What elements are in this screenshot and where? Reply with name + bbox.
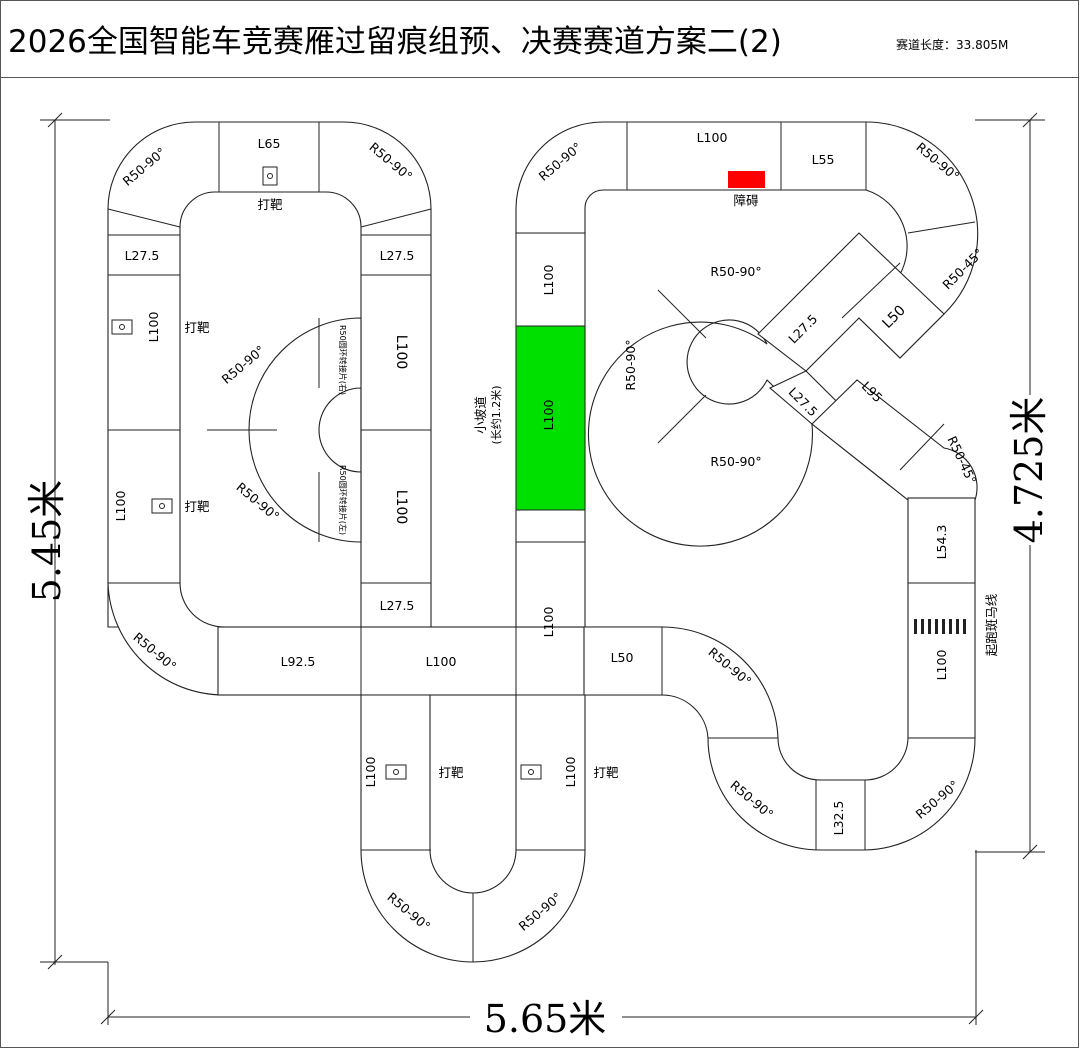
- label-target: 打靶: [257, 197, 283, 212]
- label-l100: L100: [113, 491, 128, 522]
- track-segment: [657, 289, 707, 339]
- label-l32-5: L32.5: [831, 801, 846, 836]
- track-segment: [657, 394, 707, 444]
- dimension-lines: [40, 112, 1045, 1025]
- label-l54-3: L54.3: [934, 525, 949, 560]
- label-width: 5.65米: [484, 997, 607, 1041]
- label-l27-5: L27.5: [125, 248, 160, 263]
- label-l100: L100: [541, 400, 556, 431]
- track-segment: [1022, 844, 1038, 860]
- track-segment: [942, 619, 945, 634]
- track-segment: [262, 166, 278, 186]
- left-loop: [107, 121, 432, 628]
- track-segment: [159, 503, 165, 509]
- track-segment: [907, 221, 976, 234]
- track-length: 赛道长度：33.805M: [896, 38, 1009, 52]
- center-straight: [515, 232, 586, 628]
- obstacle-marker: [728, 171, 765, 188]
- track-segment: [360, 208, 432, 228]
- track-segment: [393, 769, 399, 775]
- track-segment: [520, 764, 542, 780]
- top-right-band: [515, 121, 979, 359]
- label-loop-right: R50圆环转接片(右): [338, 325, 348, 395]
- track-segment: [119, 324, 125, 330]
- label-l100: L100: [426, 654, 457, 669]
- right-straight: [907, 497, 976, 739]
- bottom-u-band: [360, 694, 586, 963]
- track-segment: [47, 112, 63, 128]
- bottom-right-section: [583, 626, 976, 851]
- track-segment: [151, 498, 173, 514]
- start-line-stripes: [914, 619, 966, 634]
- right-roundabout: [587, 289, 813, 547]
- track-segment: [107, 208, 181, 228]
- track-segment: [528, 769, 534, 775]
- bottom-right-band: [583, 626, 976, 851]
- bottom-u-section: [360, 694, 586, 963]
- label-l50: L50: [611, 650, 634, 665]
- track-segment: [949, 619, 952, 634]
- track-segment: [921, 619, 924, 634]
- page-title: 2026全国智能车竞赛雁过留痕组预、决赛赛道方案二(2): [8, 24, 782, 60]
- track-segment: [956, 619, 959, 634]
- label-l27-5: L27.5: [380, 248, 415, 263]
- label-l92-5: L92.5: [281, 654, 316, 669]
- label-height-right: 4.725米: [1007, 397, 1051, 544]
- track-segment: [968, 1009, 984, 1025]
- track-segment: [1022, 112, 1038, 128]
- track-segment: [111, 319, 133, 335]
- label-r50-90: R50-90°: [710, 454, 761, 469]
- label-l100: L100: [363, 757, 378, 788]
- label-l100: L100: [697, 130, 728, 145]
- track-segment: [385, 764, 407, 780]
- left-roundabout-ring: [248, 317, 362, 543]
- label-start-line: 起跑斑马线: [984, 593, 999, 656]
- label-loop-left: R50圆环转接片(左): [338, 465, 348, 535]
- label-l27-5: L27.5: [380, 598, 415, 613]
- label-l100: L100: [563, 757, 578, 788]
- right-roundabout-ring: [587, 319, 813, 547]
- label-ramp: 小坡道: [473, 396, 488, 434]
- label-target: 打靶: [438, 765, 464, 780]
- track-segment: [47, 954, 63, 970]
- label-l100: L100: [393, 335, 409, 370]
- label-l65: L65: [258, 136, 281, 151]
- label-target: 打靶: [593, 765, 619, 780]
- track-segment: [100, 1009, 116, 1025]
- label-obstacle: 障碍: [733, 193, 758, 208]
- track-segment: [914, 619, 917, 634]
- bottom-left-curve: [107, 582, 225, 696]
- title-bar: 2026全国智能车竞赛雁过留痕组预、决赛赛道方案二(2) 赛道长度：33.805…: [0, 0, 1079, 78]
- track-segment: [899, 423, 945, 471]
- label-l100: L100: [934, 650, 949, 681]
- label-height-left: 5.45米: [25, 480, 69, 603]
- track-segment: [935, 619, 938, 634]
- diagonal-crossing: [757, 232, 978, 501]
- target-markers: [111, 166, 542, 780]
- left-loop-band: [107, 121, 432, 628]
- label-r50-90: R50-90°: [623, 339, 638, 390]
- label-l100: L100: [541, 607, 556, 638]
- track-segment: [267, 173, 273, 179]
- label-target: 打靶: [184, 320, 210, 335]
- label-l55: L55: [812, 152, 835, 167]
- label-ramp-length: (长约1.2米): [490, 385, 503, 444]
- track-segment: [841, 262, 901, 319]
- right-column: [907, 497, 976, 739]
- ramp-section: [515, 325, 586, 511]
- left-roundabout: [207, 317, 362, 543]
- track-segment: [963, 619, 966, 634]
- label-r50-90: R50-90°: [710, 264, 761, 279]
- top-right-section: [515, 121, 979, 359]
- label-l100: L100: [541, 265, 556, 296]
- track-segment: [928, 619, 931, 634]
- label-l100: L100: [393, 490, 409, 525]
- label-target: 打靶: [184, 499, 210, 514]
- label-l100: L100: [146, 312, 161, 343]
